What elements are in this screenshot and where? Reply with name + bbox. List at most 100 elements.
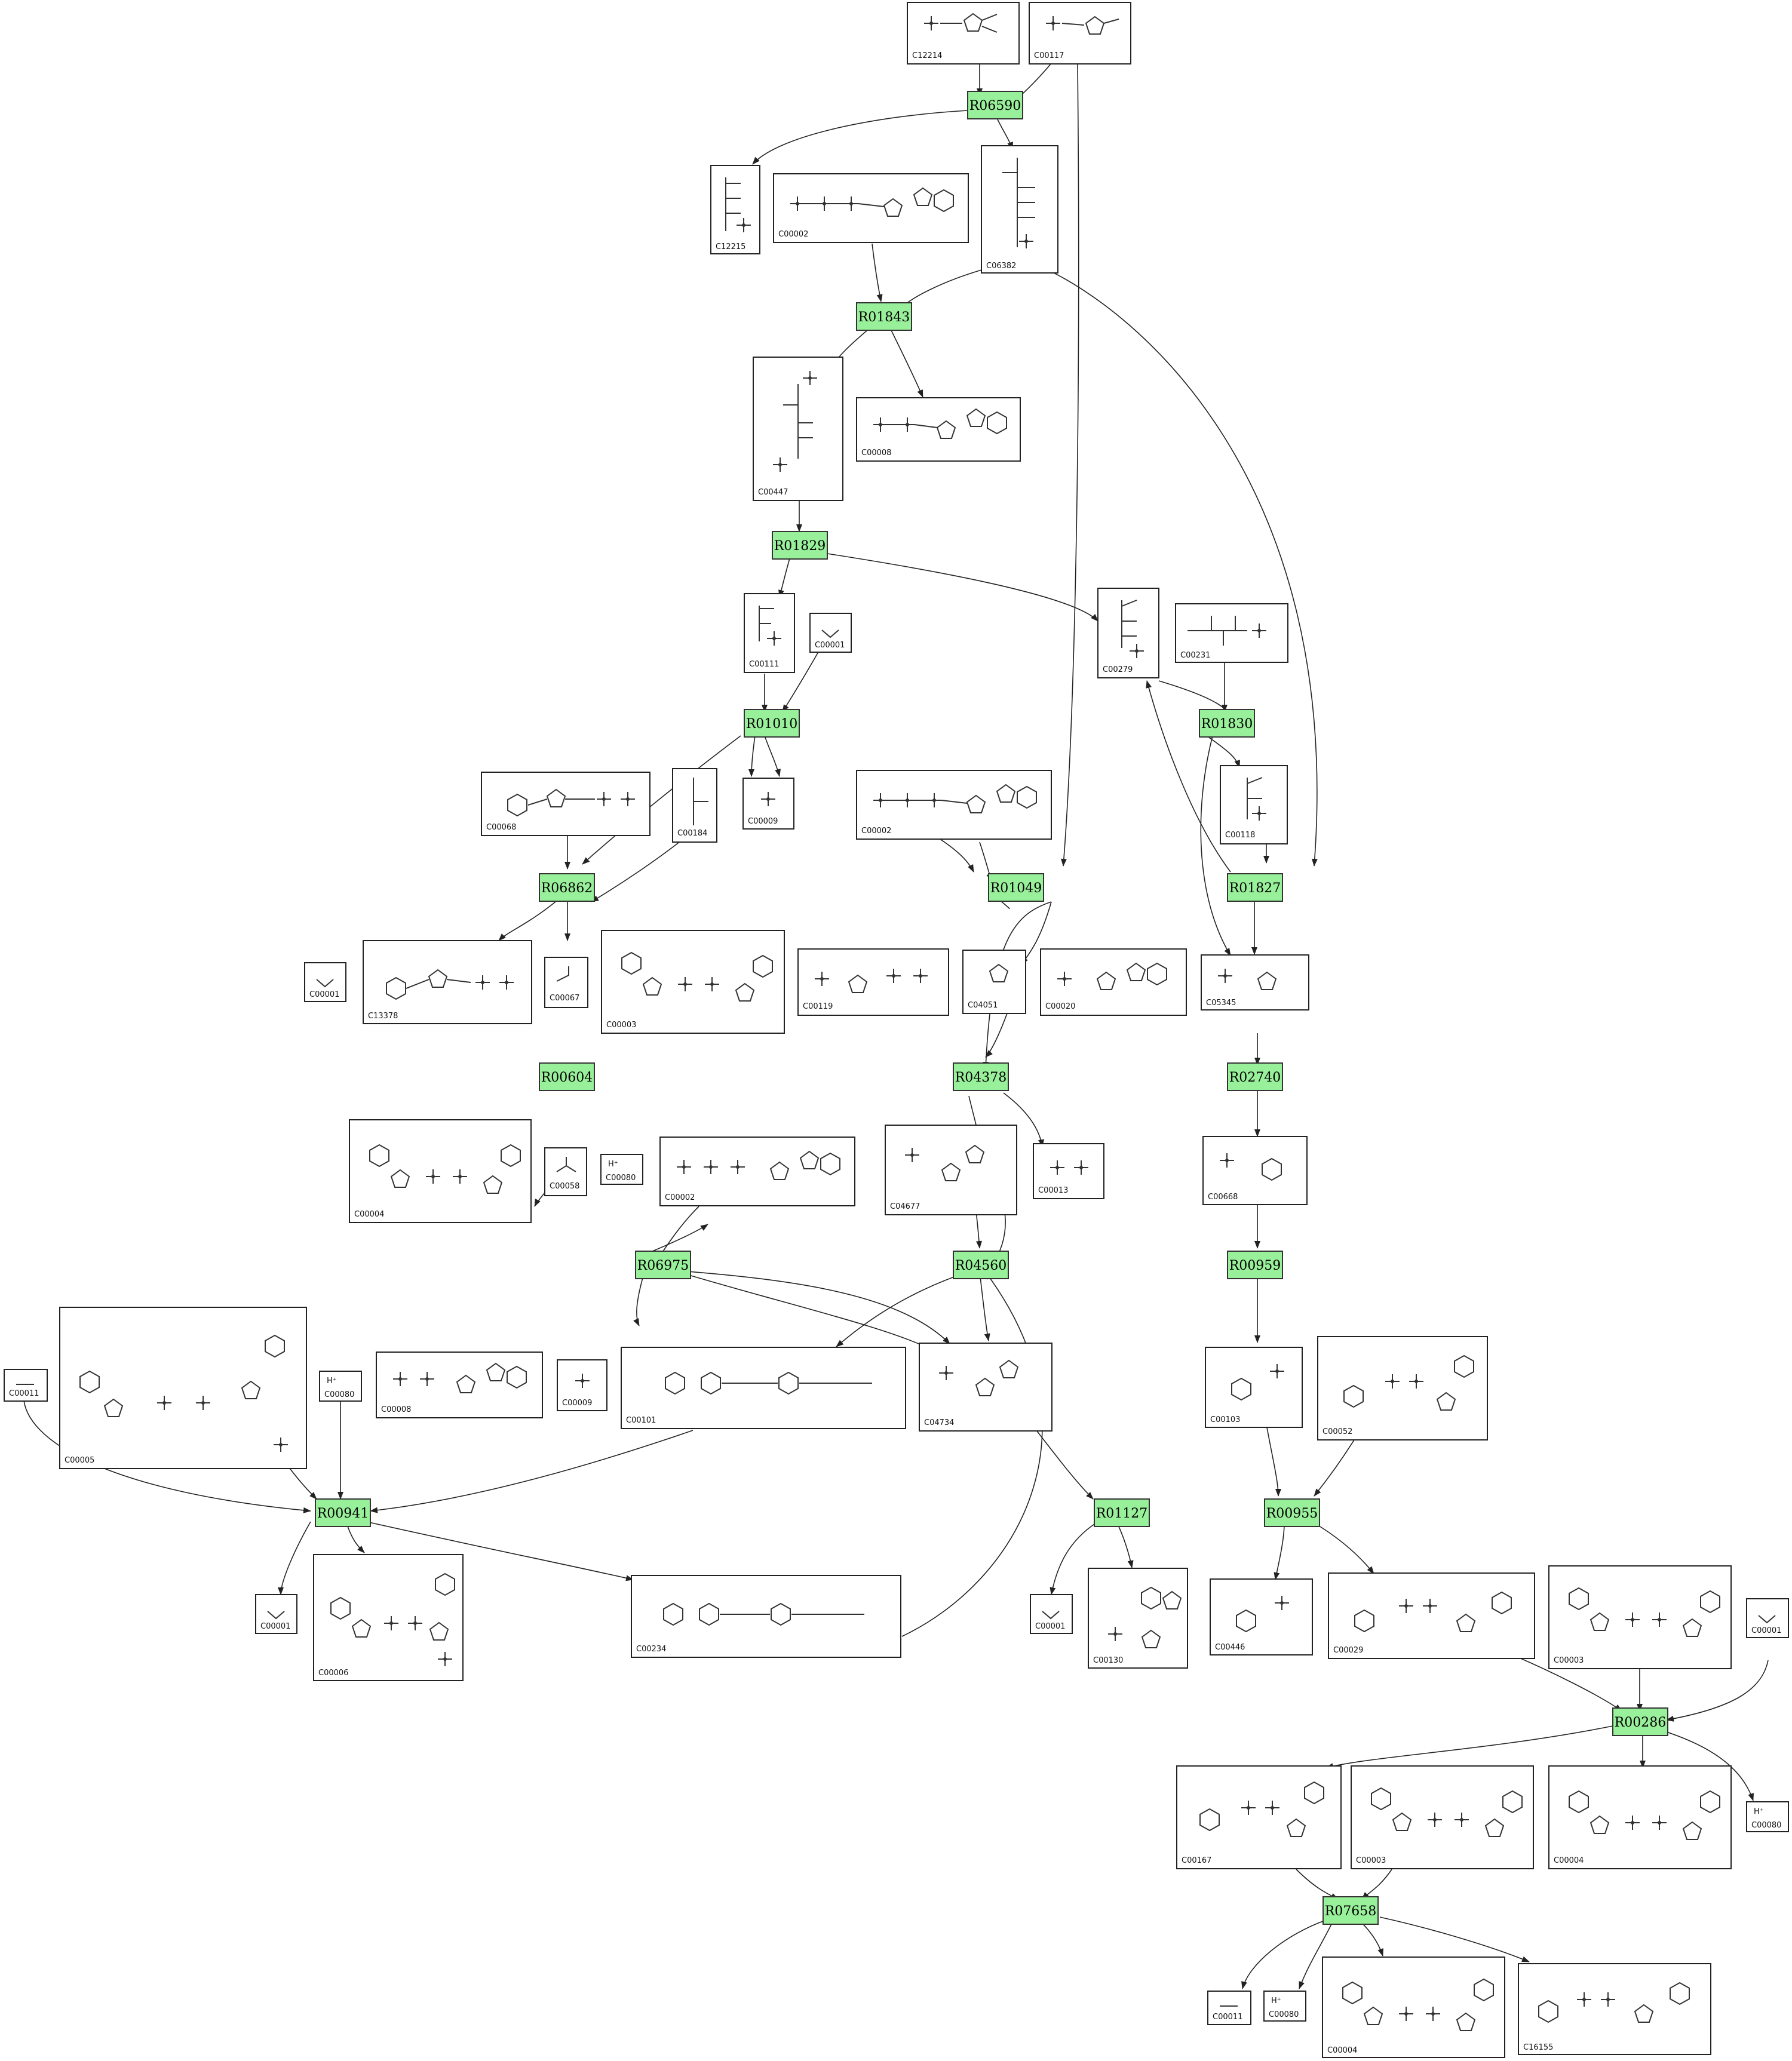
compound-c00004-a[interactable]: C00004	[349, 1119, 532, 1223]
compound-c00002-a[interactable]: C00002	[773, 173, 969, 243]
compound-c00101[interactable]: C00101	[621, 1347, 906, 1429]
compound-c00001-d[interactable]: C00001	[1030, 1594, 1073, 1634]
compound-id: C00080	[606, 1174, 636, 1182]
reaction-r01830[interactable]: R01830	[1199, 709, 1255, 738]
compound-c04677[interactable]: C04677	[885, 1125, 1017, 1215]
compound-c00119[interactable]: C00119	[797, 948, 949, 1016]
compound-c05345[interactable]: C05345	[1201, 954, 1309, 1010]
reaction-r00959[interactable]: R00959	[1227, 1251, 1283, 1279]
compound-c00004-c[interactable]: C00004	[1322, 1956, 1505, 2058]
compound-id: C00052	[1322, 1427, 1352, 1436]
reaction-r00604[interactable]: R00604	[539, 1062, 595, 1091]
compound-c00058[interactable]: C00058	[544, 1147, 587, 1196]
compound-id: C00005	[65, 1456, 94, 1465]
reaction-r04378[interactable]: R04378	[953, 1062, 1009, 1091]
reaction-r01049[interactable]: R01049	[988, 873, 1044, 902]
compound-c00447[interactable]: C00447	[753, 357, 843, 501]
reaction-label: R01049	[990, 881, 1042, 896]
compound-c00052[interactable]: C00052	[1317, 1336, 1488, 1440]
reaction-r02740[interactable]: R02740	[1227, 1062, 1283, 1091]
compound-c00001-e[interactable]: C00001	[1746, 1598, 1789, 1638]
reaction-r06590[interactable]: R06590	[967, 91, 1023, 119]
reaction-label: R01829	[774, 539, 826, 554]
compound-id: C00103	[1210, 1415, 1240, 1424]
reaction-r04560[interactable]: R04560	[953, 1251, 1009, 1279]
compound-c00130[interactable]: C00130	[1088, 1568, 1188, 1669]
compound-c00002-b[interactable]: C00002	[856, 770, 1052, 840]
compound-id: C00184	[677, 829, 707, 838]
compound-c00008-b[interactable]: C00008	[376, 1352, 543, 1418]
compound-c16155[interactable]: C16155	[1518, 1963, 1711, 2055]
compound-c00005[interactable]: C00005	[59, 1307, 307, 1469]
compound-c00011-b[interactable]: C00011	[1207, 1991, 1251, 2025]
reaction-label: R00959	[1229, 1258, 1281, 1273]
compound-c00001-a[interactable]: C00001	[809, 613, 852, 653]
reaction-label: R04560	[955, 1258, 1007, 1273]
compound-c00020[interactable]: C00020	[1040, 948, 1187, 1016]
compound-c00009-b[interactable]: C00009	[557, 1359, 607, 1411]
compound-c00029[interactable]: C00029	[1328, 1572, 1535, 1659]
compound-c00011-a[interactable]: C00011	[4, 1369, 48, 1402]
reaction-r00941[interactable]: R00941	[315, 1498, 371, 1527]
compound-c00231[interactable]: C00231	[1175, 603, 1288, 663]
compound-c00446[interactable]: C00446	[1210, 1578, 1313, 1655]
compound-id: C00279	[1103, 665, 1133, 674]
compound-c00001-c[interactable]: C00001	[255, 1594, 297, 1634]
compound-id: C00004	[1327, 2046, 1357, 2055]
compound-c00004-b[interactable]: C00004	[1548, 1765, 1732, 1869]
compound-c00080-c[interactable]: H⁺ C00080	[1746, 1801, 1789, 1832]
compound-c00111[interactable]: C00111	[744, 593, 795, 673]
reaction-r06975[interactable]: R06975	[635, 1251, 691, 1279]
compound-c00013[interactable]: C00013	[1033, 1143, 1104, 1199]
compound-id: C04677	[890, 1202, 920, 1211]
reaction-r01127[interactable]: R01127	[1094, 1498, 1150, 1527]
compound-c12215[interactable]: C12215	[710, 165, 760, 254]
compound-c13378[interactable]: C13378	[363, 940, 532, 1024]
reaction-r01829[interactable]: R01829	[772, 531, 828, 560]
compound-c00167[interactable]: C00167	[1176, 1765, 1342, 1869]
compound-c04051[interactable]: C04051	[962, 950, 1026, 1014]
compound-id: C00008	[381, 1405, 411, 1414]
compound-c00001-b[interactable]: C00001	[304, 962, 346, 1002]
reaction-label: R01830	[1201, 717, 1253, 732]
compound-c00234[interactable]: C00234	[631, 1575, 901, 1658]
reaction-r01827[interactable]: R01827	[1227, 873, 1283, 902]
compound-c00003-c[interactable]: C00003	[1351, 1765, 1534, 1869]
compound-c00009-a[interactable]: C00009	[742, 778, 794, 830]
compound-id: C00111	[749, 660, 779, 669]
compound-c00008-a[interactable]: C00008	[856, 397, 1021, 462]
reaction-r01843[interactable]: R01843	[856, 302, 912, 331]
compound-c00118[interactable]: C00118	[1220, 765, 1288, 844]
reaction-label: R00286	[1615, 1715, 1667, 1730]
compound-c00080-d[interactable]: H⁺ C00080	[1263, 1991, 1306, 2022]
compound-c00117[interactable]: C00117	[1029, 2, 1131, 64]
compound-c00080-a[interactable]: H⁺ C00080	[600, 1154, 643, 1185]
reaction-r06862[interactable]: R06862	[539, 873, 595, 902]
compound-c06382[interactable]: C06382	[981, 145, 1058, 274]
compound-c00668[interactable]: C00668	[1202, 1136, 1308, 1205]
compound-c00103[interactable]: C00103	[1205, 1347, 1303, 1428]
compound-id: C00101	[626, 1416, 656, 1425]
compound-c00003-a[interactable]: C00003	[601, 930, 785, 1034]
compound-id: C00067	[550, 994, 579, 1003]
compound-c00068[interactable]: C00068	[481, 772, 650, 836]
hplus-label: H⁺	[327, 1377, 337, 1386]
compound-id: C00119	[803, 1002, 833, 1011]
compound-c00184[interactable]: C00184	[672, 768, 717, 843]
reaction-label: R00955	[1266, 1506, 1318, 1521]
compound-c00080-b[interactable]: H⁺ C00080	[319, 1371, 362, 1402]
compound-c12214[interactable]: C12214	[907, 2, 1020, 64]
compound-c00279[interactable]: C00279	[1097, 588, 1159, 678]
reaction-r00955[interactable]: R00955	[1264, 1498, 1320, 1527]
compound-c00006[interactable]: C00006	[313, 1554, 464, 1681]
compound-c00067[interactable]: C00067	[544, 957, 588, 1008]
compound-c00002-c[interactable]: C00002	[659, 1137, 855, 1206]
reaction-r07658[interactable]: R07658	[1322, 1896, 1379, 1925]
reaction-r00286[interactable]: R00286	[1612, 1707, 1668, 1736]
compound-id: C00080	[1269, 2010, 1299, 2019]
compound-c00003-b[interactable]: C00003	[1548, 1565, 1732, 1669]
compound-c04734[interactable]: C04734	[919, 1343, 1053, 1432]
reaction-r01010[interactable]: R01010	[744, 709, 800, 738]
compound-id: C00130	[1093, 1656, 1123, 1665]
